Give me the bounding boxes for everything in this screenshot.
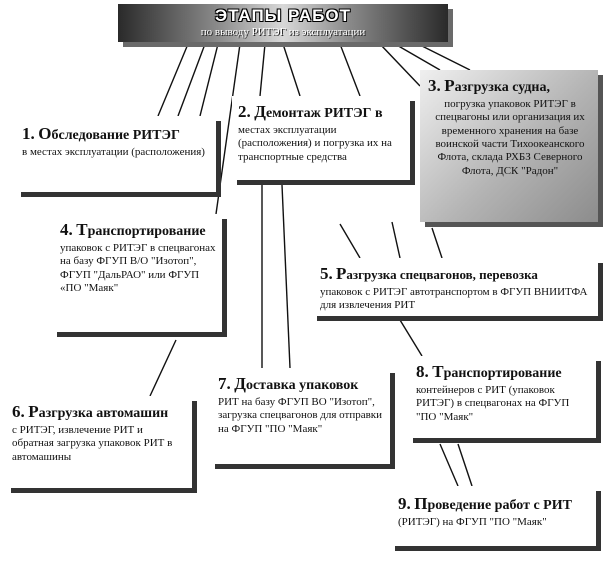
stage-description: (РИТЭГ) на ФГУП "ПО "Маяк" [398,515,547,528]
stage-heading: 1. Обследование РИТЭГ [22,124,210,145]
stage-initial: Р [28,402,39,421]
stage-box-6: 6. Разгрузка автомашин с РИТЭГ, извлечен… [6,396,192,488]
stage-number: 4. [60,220,73,239]
stage-initial: Д [234,374,246,393]
stage-box-4: 4. Транспортирование упаковок с РИТЭГ в … [52,214,222,332]
stage-box-2: 2. Демонтаж РИТЭГ в местах эксплуатации … [232,96,410,180]
stage-title: ранспортирование [87,224,206,239]
stage-title: азгрузка судна, [454,80,551,95]
stage-title: роведение работ с РИТ [427,498,572,513]
connector-line [417,43,471,71]
stages-header: ЭТАПЫ РАБОТ по выводу РИТЭГ из эксплуата… [118,4,448,42]
connector-line [215,43,241,215]
connector-line [339,43,361,97]
connector-line [157,43,189,117]
connector-line [399,319,423,357]
stage-number: 5. [320,264,333,283]
stage-title: оставка упаковок [245,378,359,393]
stage-heading: 9. Проведение работ с РИТ [398,494,590,515]
connector-line [339,223,361,259]
stage-box-1: 1. Обследование РИТЭГ в местах эксплуата… [16,116,216,192]
stage-description: с РИТЭГ, извлечение РИТ и обратная загру… [12,423,173,463]
stage-box-5: 5. Разгрузка спецвагонов, перевозка упак… [312,258,598,316]
stage-heading: 8. Транспортирование [416,362,590,383]
header-title: ЭТАПЫ РАБОТ [215,6,351,25]
stage-initial: О [38,124,52,143]
stage-box-7: 7. Доставка упаковок РИТ на базу ФГУП ВО… [210,368,390,464]
stage-box-8: 8. Транспортирование контейнеров с РИТ (… [408,356,596,438]
connector-line [391,221,401,259]
stage-description: контейнеров с РИТ (упаковок РИТЭГ) в спе… [416,383,570,423]
stage-initial: Р [336,264,347,283]
stage-number: 7. [218,374,231,393]
stage-initial: Т [432,362,444,381]
stage-box-3: 3. Разгрузка судна, погрузка упаковок РИ… [420,70,598,222]
connector-line [457,443,473,487]
stage-title: азгрузка спецвагонов, перевозка [346,267,538,282]
connector-line [199,43,219,117]
stage-title: ранспортирование [443,366,562,381]
stage-heading: 3. Разгрузка судна, [428,76,592,97]
stage-number: 8. [416,362,429,381]
stage-title: бследование РИТЭГ [51,128,180,143]
connector-line [379,43,421,87]
stage-description: погрузка упаковок РИТЭГ в спецвагоны или… [435,97,585,177]
stage-heading: 2. Демонтаж РИТЭГ в [238,102,404,123]
stage-initial: Р [444,76,455,95]
connector-line [149,339,177,397]
stage-number: 1. [22,124,35,143]
stage-box-9: 9. Проведение работ с РИТ (РИТЭГ) на ФГУ… [390,486,596,546]
stage-number: 9. [398,494,411,513]
stage-heading: 4. Транспортирование [60,220,216,241]
stage-title: азгрузка автомашин [38,406,169,421]
stage-title: емонтаж РИТЭГ в [265,106,383,121]
stage-description: упаковок с РИТЭГ автотранспортом в ФГУП … [320,285,588,312]
connector-line [259,43,266,97]
stage-initial: Д [254,102,266,121]
stage-initial: Т [76,220,88,239]
stage-description: местах эксплуатации (расположения) и пог… [238,123,392,163]
stage-description: упаковок с РИТЭГ в спецвагонах на базу Ф… [60,241,216,294]
stage-description: РИТ на базу ФГУП ВО "Изотоп", загрузка с… [218,395,383,435]
connector-line [281,184,291,369]
stage-number: 3. [428,76,441,95]
connector-line [439,443,459,487]
stage-number: 6. [12,402,25,421]
connector-line [177,43,206,117]
stage-number: 2. [238,102,251,121]
stage-heading: 7. Доставка упаковок [218,374,384,395]
connector-line [394,43,441,71]
stage-description: в местах эксплуатации (расположения) [22,145,205,158]
header-subtitle: по выводу РИТЭГ из эксплуатации [200,26,366,38]
stage-heading: 6. Разгрузка автомашин [12,402,186,423]
connector-line [431,227,443,259]
connector-line [282,43,301,97]
stage-initial: П [414,494,428,513]
stage-heading: 5. Разгрузка спецвагонов, перевозка [320,264,592,285]
